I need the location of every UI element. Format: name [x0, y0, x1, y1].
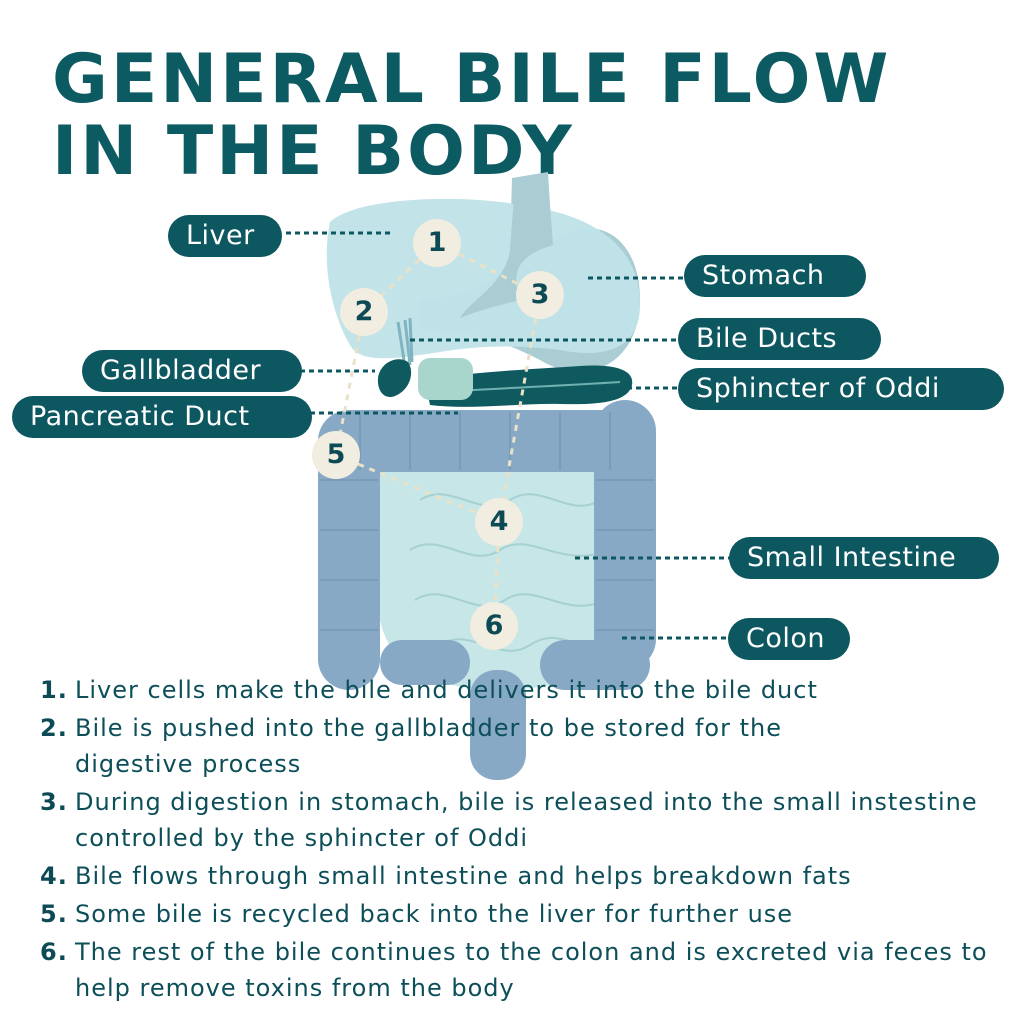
list-item: 3. During digestion in stomach, bile is … — [40, 784, 1015, 856]
flow-step-badge-2: 2 — [340, 288, 388, 336]
label-gallbladder: Gallbladder — [82, 350, 302, 392]
gallbladder-shape — [377, 359, 412, 398]
liver-shape — [326, 198, 640, 359]
list-item: 6. The rest of the bile continues to the… — [40, 934, 1015, 1006]
label-sphincter-of-oddi: Sphincter of Oddi — [678, 368, 1004, 410]
duodenum-shape — [418, 358, 473, 400]
label-pancreatic-duct: Pancreatic Duct — [12, 396, 312, 438]
list-item: 1. Liver cells make the bile and deliver… — [40, 672, 1015, 708]
step-list: 1. Liver cells make the bile and deliver… — [40, 672, 1015, 1008]
flow-step-badge-4: 4 — [475, 498, 523, 546]
step-text: During digestion in stomach, bile is rel… — [75, 788, 978, 852]
flow-step-badge-5: 5 — [312, 431, 360, 479]
step-number: 3. — [40, 788, 68, 816]
step-number: 5. — [40, 900, 68, 928]
page-title: GENERAL BILE FLOW IN THE BODY — [52, 40, 892, 191]
flow-step-badge-1: 1 — [413, 219, 461, 267]
step-text: Bile flows through small intestine and h… — [75, 862, 852, 890]
step-text: Bile is pushed into the gallbladder to b… — [75, 714, 782, 778]
label-bile-ducts: Bile Ducts — [678, 318, 881, 360]
stomach-overlap — [460, 178, 553, 318]
label-liver: Liver — [168, 215, 282, 257]
leader-lines — [286, 231, 733, 640]
list-item: 5. Some bile is recycled back into the l… — [40, 896, 1015, 932]
step-number: 4. — [40, 862, 68, 890]
flow-step-badge-3: 3 — [516, 271, 564, 319]
step-text: The rest of the bile continues to the co… — [75, 938, 988, 1002]
step-number: 1. — [40, 676, 68, 704]
step-number: 2. — [40, 714, 68, 742]
label-colon: Colon — [728, 618, 850, 660]
step-text: Some bile is recycled back into the live… — [75, 900, 794, 928]
step-text: Liver cells make the bile and delivers i… — [75, 676, 818, 704]
list-item: 2. Bile is pushed into the gallbladder t… — [40, 710, 1015, 782]
list-item: 4. Bile flows through small intestine an… — [40, 858, 1015, 894]
flow-step-badge-6: 6 — [470, 602, 518, 650]
label-small-intestine: Small Intestine — [729, 537, 999, 579]
label-stomach: Stomach — [684, 255, 866, 297]
colon-segments — [320, 412, 654, 631]
step-number: 6. — [40, 938, 68, 966]
small-intestine-shape — [368, 436, 652, 690]
